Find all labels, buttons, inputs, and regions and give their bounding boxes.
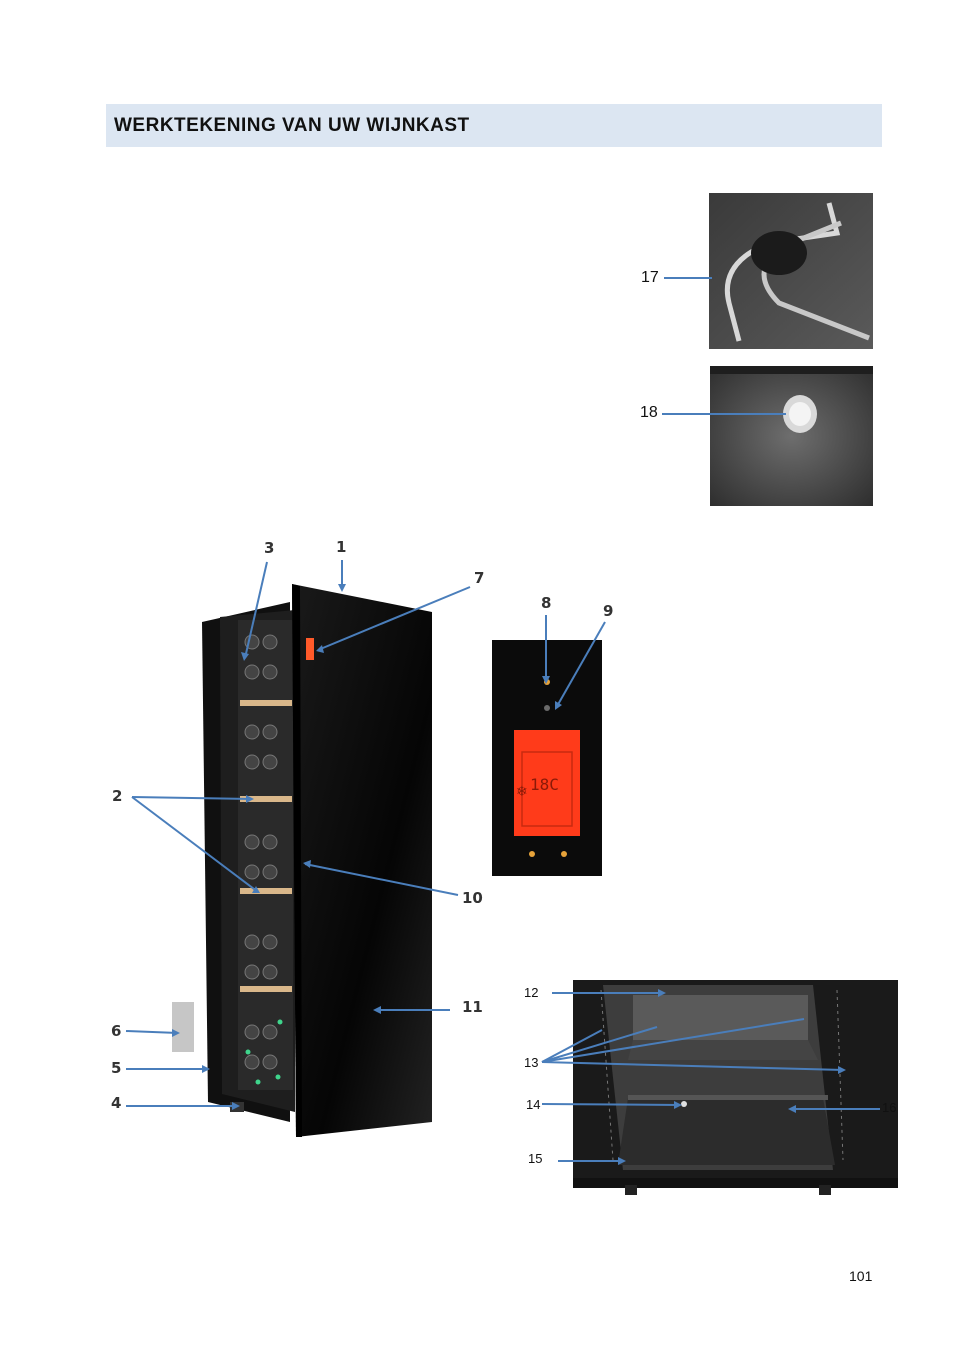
photo-stopper — [710, 366, 873, 506]
callout-8: 8 — [541, 594, 552, 612]
callout-13: 13 — [524, 1055, 539, 1070]
page-number: 101 — [849, 1268, 873, 1284]
callout-4: 4 — [111, 1094, 122, 1112]
callout-16: 16 — [882, 1100, 897, 1115]
photo-cabinet-interior — [573, 980, 898, 1195]
callout-14: 14 — [526, 1097, 541, 1112]
callout-1: 1 — [336, 538, 347, 556]
callout-12: 12 — [524, 985, 539, 1000]
section-heading: WERKTEKENING VAN UW WIJNKAST — [114, 115, 470, 136]
callout-5: 5 — [111, 1059, 122, 1077]
svg-text:❄: ❄ — [516, 784, 528, 800]
callout-2: 2 — [112, 787, 123, 805]
callout-11: 11 — [462, 998, 483, 1016]
callout-15: 15 — [528, 1151, 543, 1166]
callout-17: 17 — [641, 269, 659, 286]
callout-6: 6 — [111, 1022, 122, 1040]
svg-text:18C: 18C — [530, 775, 559, 794]
photo-control-panel: 18C ❄ — [492, 640, 602, 876]
callout-3: 3 — [264, 539, 275, 557]
callout-10: 10 — [462, 889, 483, 907]
callout-7: 7 — [474, 569, 485, 587]
section-heading-bar: WERKTEKENING VAN UW WIJNKAST — [106, 104, 882, 147]
callout-9: 9 — [603, 602, 614, 620]
photo-clip-accessory — [709, 193, 873, 349]
callout-18: 18 — [640, 404, 658, 421]
photo-wine-cabinet — [160, 582, 440, 1147]
